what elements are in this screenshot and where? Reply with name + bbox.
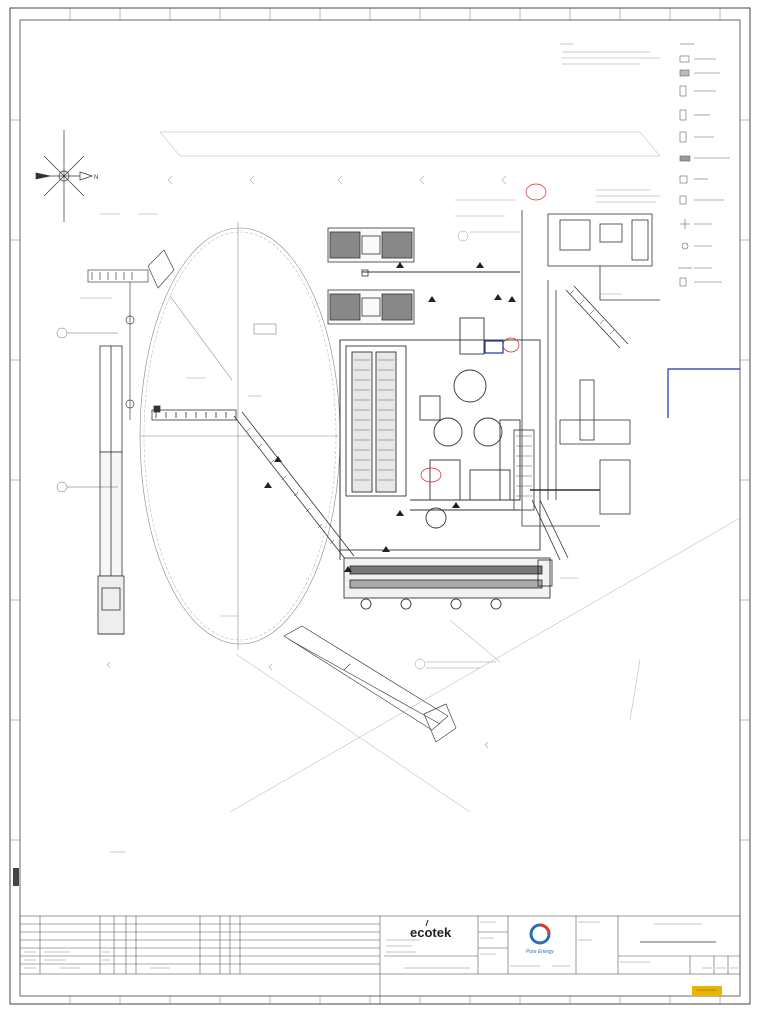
north-label: N — [94, 175, 98, 181]
upper-modules — [327, 227, 520, 325]
company-logo-text: ecotek — [410, 925, 452, 940]
ecotek-logo: ecotek — [410, 919, 452, 940]
pure-energy-logo-icon: Pure Energy — [526, 923, 554, 955]
partner-logo-text: Pure Energy — [526, 949, 554, 955]
revision-stamp — [692, 986, 722, 995]
inclined-conveyor — [233, 411, 355, 561]
general-notes — [560, 43, 660, 65]
equipment-markers — [264, 262, 516, 572]
horizontal-feeder — [151, 405, 237, 421]
title-block — [19, 915, 741, 1004]
callout-bubbles-left — [56, 327, 118, 493]
revision-clouds — [420, 183, 547, 483]
blue-highlights — [484, 340, 740, 418]
direction-markers — [106, 175, 507, 749]
annotation-leaders — [80, 189, 660, 853]
sheet-edge-mark — [13, 868, 19, 886]
process-hall — [339, 317, 541, 560]
site-boundary — [159, 131, 741, 813]
legend-block — [678, 43, 730, 287]
right-building — [513, 210, 660, 561]
zone-ticks — [10, 8, 750, 1004]
north-arrow-icon — [35, 130, 94, 222]
title-block-entries — [24, 921, 738, 969]
stockpile-circle — [139, 222, 341, 650]
collecting-conveyor — [343, 557, 553, 610]
stockpile-tag — [253, 323, 277, 335]
discharge-chute — [283, 625, 457, 743]
left-feeder-conveyor — [87, 249, 175, 420]
truck-trailer — [97, 345, 125, 635]
